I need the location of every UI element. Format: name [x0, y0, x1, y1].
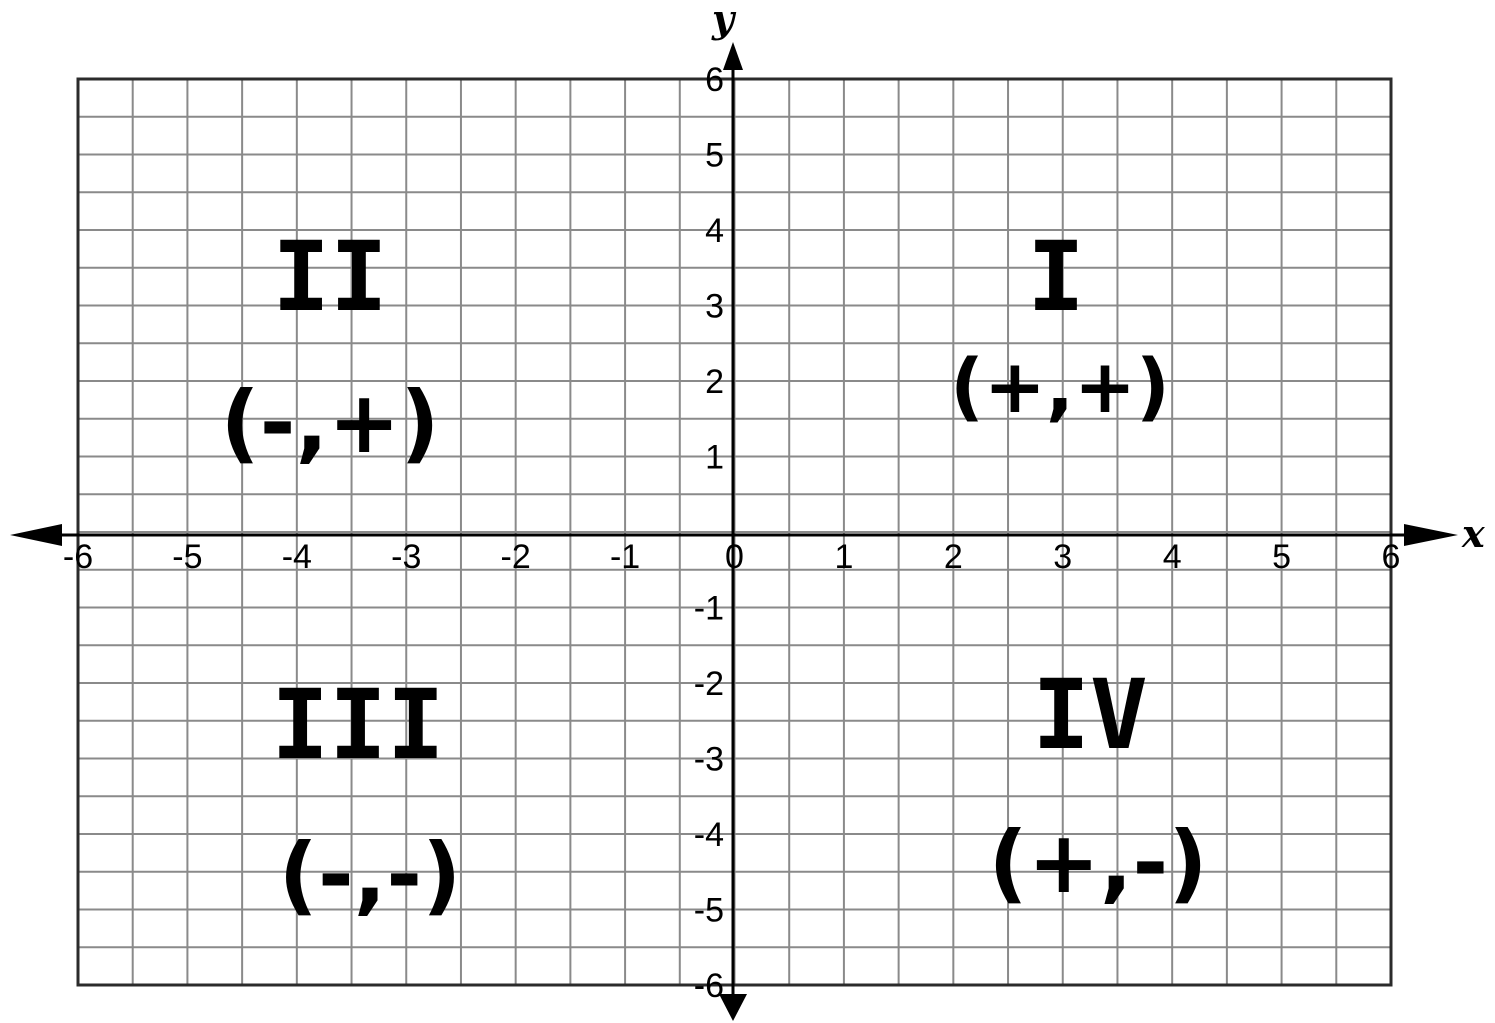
- quadrant-ii-signs: (-,+): [220, 373, 439, 473]
- quadrant-iv-numeral: IV: [1032, 659, 1148, 771]
- y-tick-label: -5: [694, 892, 724, 930]
- y-tick-label: -1: [694, 590, 724, 628]
- y-axis-label: y: [711, 0, 737, 41]
- y-tick-label: 1: [705, 439, 724, 477]
- y-tick-label: -4: [694, 816, 724, 854]
- y-tick-label: -3: [694, 741, 724, 779]
- y-tick-label: 3: [705, 288, 724, 326]
- x-tick-label: -6: [63, 538, 93, 576]
- x-tick-label: 6: [1382, 538, 1401, 576]
- x-tick-label: -2: [501, 538, 531, 576]
- quadrant-iv-signs: (+,-): [988, 813, 1207, 913]
- x-tick-label: 5: [1272, 538, 1291, 576]
- x-tick-label: 4: [1163, 538, 1182, 576]
- x-tick-label: 0: [725, 538, 744, 576]
- y-tick-label: 4: [705, 212, 724, 250]
- y-axis-up-arrow-icon: [723, 42, 743, 70]
- quadrant-iii-numeral: III: [271, 669, 444, 781]
- x-tick-label: -3: [391, 538, 421, 576]
- x-tick-label: 1: [834, 538, 853, 576]
- x-tick-label: 3: [1053, 538, 1072, 576]
- x-tick-labels: -6 -5 -4 -3 -2 -1 0 1 2 3 4 5 6: [63, 538, 1401, 576]
- y-tick-label: -2: [694, 665, 724, 703]
- quadrant-iii-signs: (-,-): [279, 825, 462, 925]
- quadrant-ii-numeral: II: [272, 221, 388, 333]
- y-tick-label: 2: [705, 363, 724, 401]
- x-tick-label: -5: [172, 538, 202, 576]
- y-tick-labels: 6 5 4 3 2 1 -1 -2 -3 -4 -5 -6: [694, 61, 724, 1005]
- x-axis-left-arrow-icon: [10, 524, 62, 546]
- quadrant-i-signs: (+,+): [950, 344, 1170, 430]
- x-axis-label: x: [1461, 511, 1486, 556]
- x-tick-label: -4: [282, 538, 312, 576]
- y-tick-label: 6: [705, 61, 724, 99]
- y-tick-label: -6: [694, 967, 724, 1005]
- x-tick-label: 2: [944, 538, 963, 576]
- y-axis-down-arrow-icon: [719, 994, 747, 1021]
- y-tick-label: 5: [705, 137, 724, 175]
- quadrant-i-numeral: I: [1027, 221, 1085, 333]
- x-tick-label: -1: [610, 538, 640, 576]
- x-axis-right-arrow-icon: [1404, 524, 1458, 546]
